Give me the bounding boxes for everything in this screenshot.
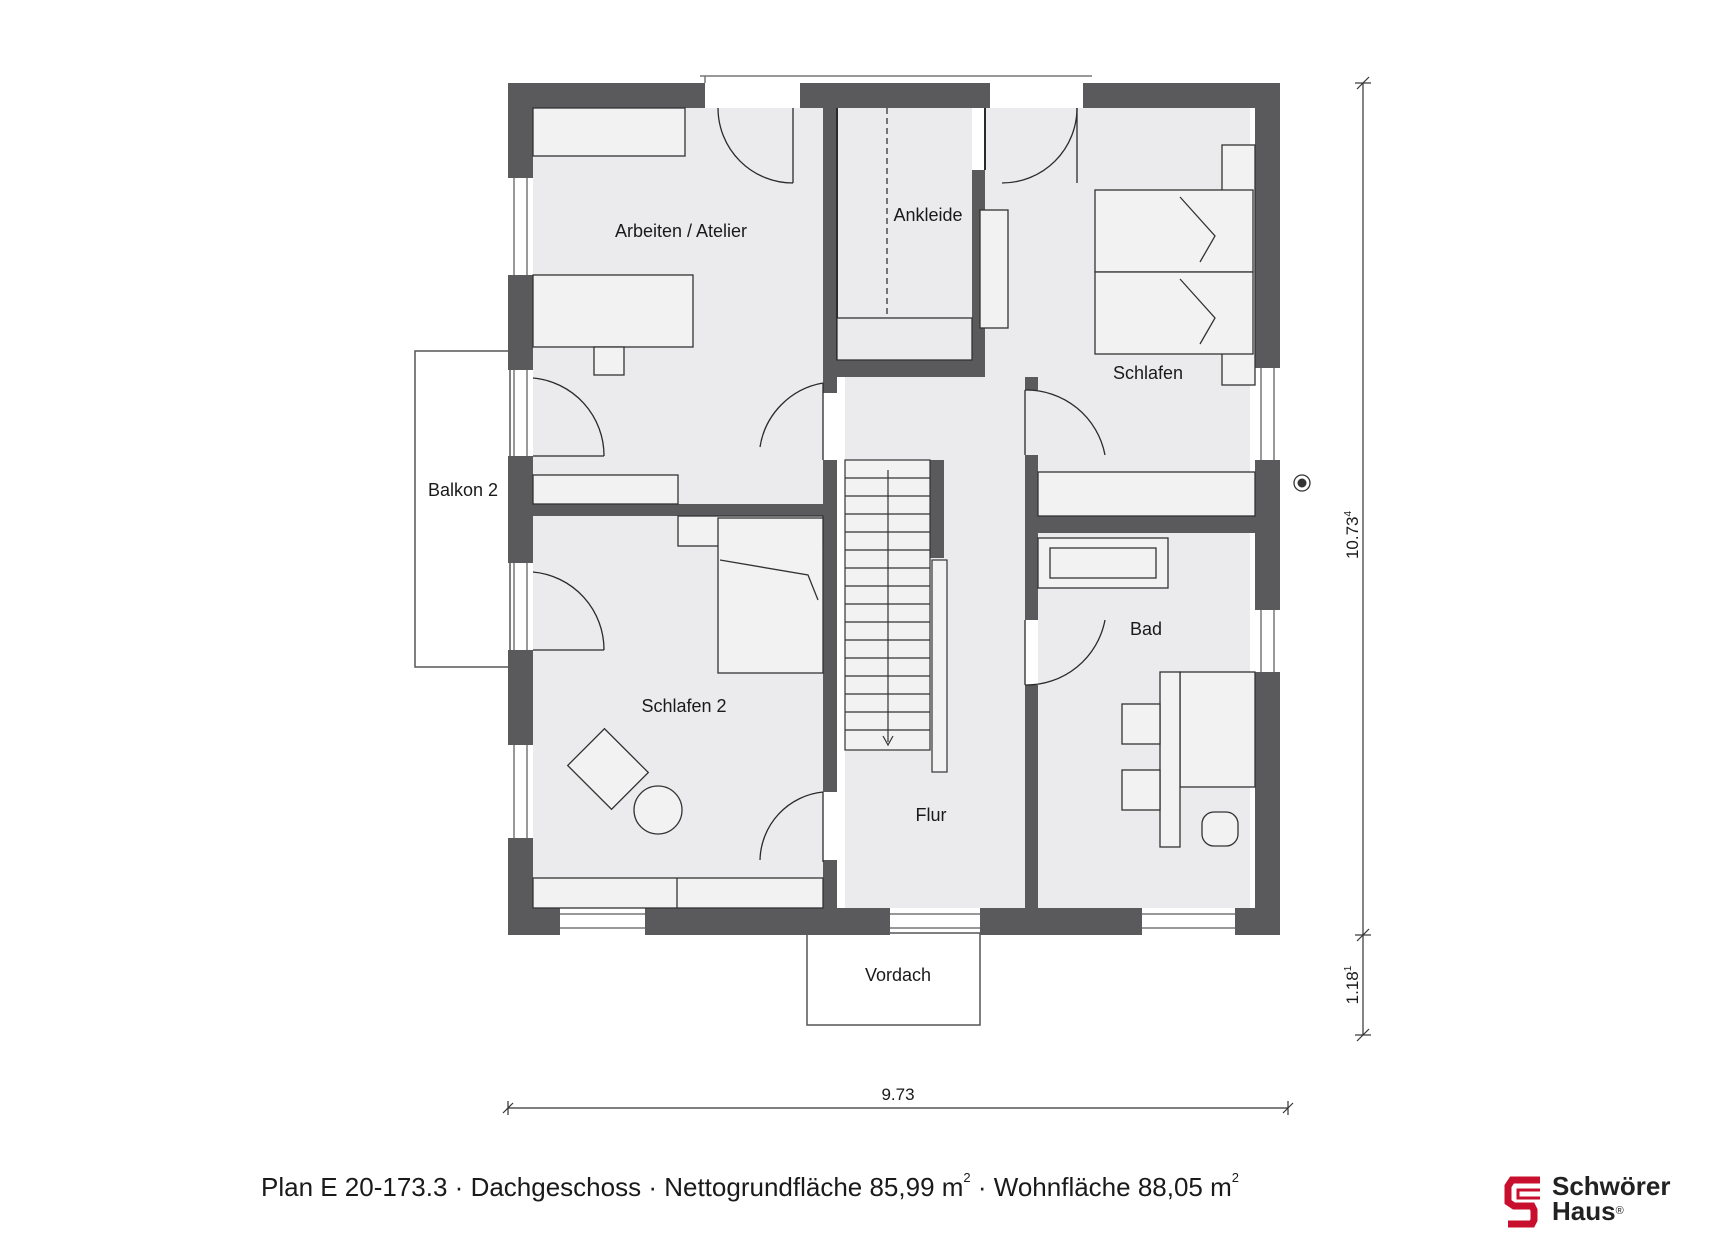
room-label-schlafen2: Schlafen 2 — [641, 696, 726, 716]
windows — [513, 75, 1275, 929]
living-area: Wohnfläche 88,05 m — [993, 1172, 1232, 1202]
furniture — [532, 107, 1256, 909]
dimension-vertical — [1355, 76, 1371, 1042]
room-label-flur: Flur — [916, 805, 947, 825]
schwoerer-haus-logo: Schwörer Haus® — [1504, 1171, 1704, 1234]
room-label-arbeiten: Arbeiten / Atelier — [615, 221, 747, 241]
plan-caption: Plan E 20-173.3 · Dachgeschoss · Nettogr… — [260, 1170, 1239, 1202]
plan-number: Plan E 20-173.3 — [260, 1172, 448, 1202]
staircase — [844, 459, 948, 773]
dimension-width: 9.73 — [881, 1085, 914, 1104]
logo-mark-icon — [1504, 1176, 1540, 1228]
room-label-bad: Bad — [1130, 619, 1162, 639]
room-label-vordach: Vordach — [865, 965, 931, 985]
logo-text: Schwörer Haus® — [1552, 1171, 1671, 1226]
dimension-horizontal — [502, 1101, 1294, 1115]
interior-walls — [533, 108, 1255, 908]
balcony-outline — [414, 350, 511, 668]
room-label-balkon: Balkon 2 — [428, 480, 498, 500]
dimension-height-main: 10.734 — [1343, 511, 1362, 560]
wall-light-icon — [1293, 474, 1311, 492]
floor-name: Dachgeschoss — [470, 1172, 642, 1202]
exterior-walls — [508, 83, 1280, 935]
room-label-ankleide: Ankleide — [893, 205, 962, 225]
doors — [532, 107, 1106, 862]
net-area: Nettogrundfläche 85,99 m — [664, 1172, 964, 1202]
dimension-height-porch: 1.181 — [1343, 965, 1362, 1004]
porch-outline — [806, 932, 981, 1026]
room-label-schlafen: Schlafen — [1113, 363, 1183, 383]
